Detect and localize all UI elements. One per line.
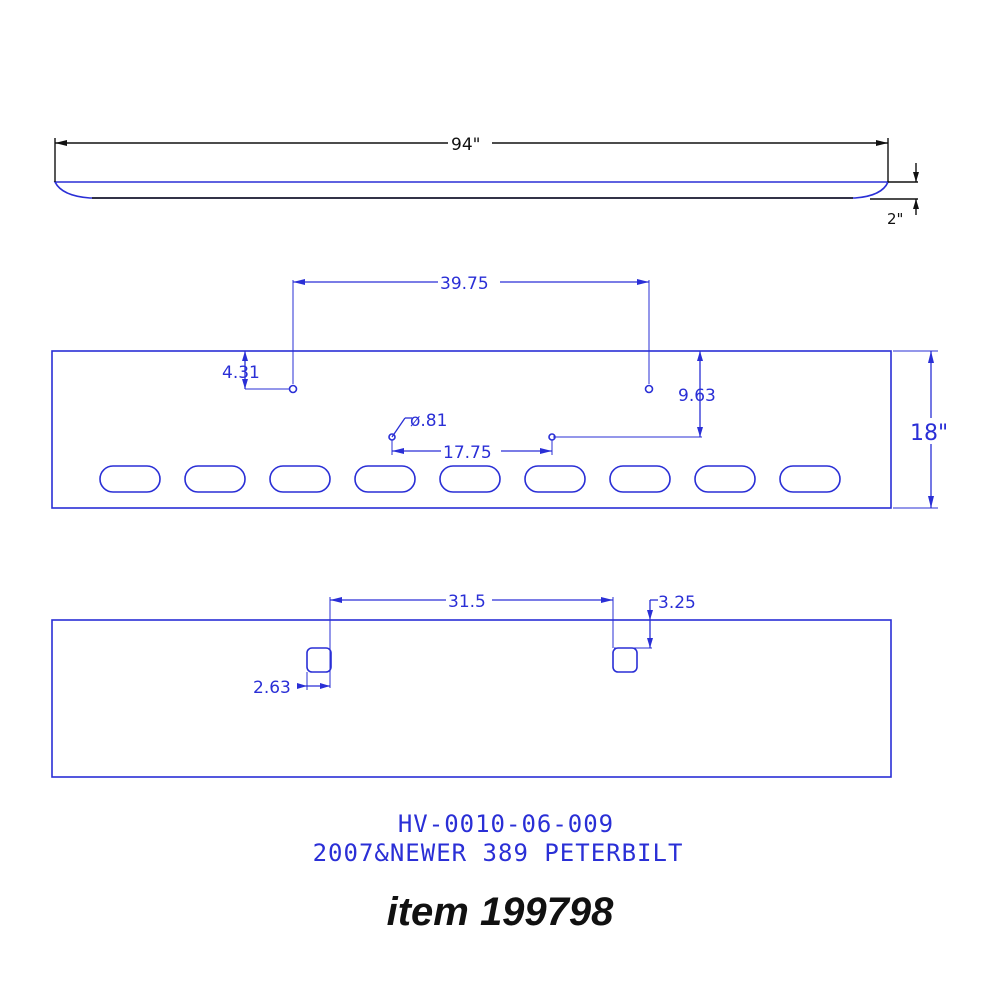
bottom-panel-outline [51,619,892,778]
panel-height-label: 18" [910,421,948,446]
mounting-hole-left [288,384,298,394]
hole-from-top-label: 9.63 [678,386,716,406]
small-hole-spacing-label: 17.75 [443,443,492,463]
slot-row [99,465,841,493]
front-panel-outline [51,350,892,509]
mounting-hole-right [644,384,654,394]
tab-spacing-label: 31.5 [448,592,486,612]
part-description: 2007&NEWER 389 PETERBILT [313,839,684,867]
part-number: HV-0010-06-009 [398,810,614,838]
top-view: 94" 2" [53,132,919,228]
title-block: HV-0010-06-009 2007&NEWER 389 PETERBILT [313,810,684,867]
tab-left [306,647,332,673]
tab-right [612,647,638,673]
slot-4 [354,465,416,493]
tab-width-label: 2.63 [253,678,291,698]
slot-3 [269,465,331,493]
slot-2 [184,465,246,493]
slot-6 [524,465,586,493]
hole-from-edge-label: 4.31 [222,363,260,383]
front-view: 39.75 4.31 9.63 ø.81 17.75 18" [51,272,954,509]
item-number-label: item 199798 [386,890,614,934]
height-label: 2" [887,210,903,228]
tab-offset-label: 3.25 [658,593,696,613]
slot-8 [694,465,756,493]
bottom-view: 31.5 3.25 2.63 [51,590,892,778]
holes-spacing-label: 39.75 [440,274,489,294]
slot-7 [609,465,671,493]
slot-5 [439,465,501,493]
slot-1 [99,465,161,493]
small-hole-diameter-label: ø.81 [410,411,447,431]
slot-9 [779,465,841,493]
top-view-profile [53,181,890,199]
length-label: 94" [451,135,480,155]
